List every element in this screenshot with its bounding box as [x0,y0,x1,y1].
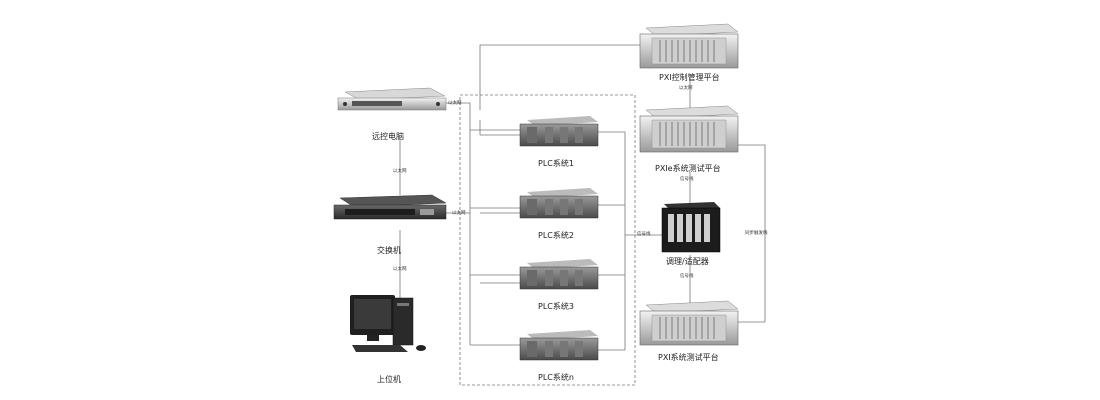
connection-lines [399,44,766,351]
link-label-trigger-sync: 同步触发线 [745,231,768,236]
plc3-label: PLC系统3 [538,302,574,311]
plcn-icon[interactable] [519,330,599,361]
link-label-eth-remote-switch: 以太网 [393,169,407,174]
pxi-control-label: PXI控制管理平台 [659,73,720,82]
link-label-eth-plc-bus: 以太网 [452,211,466,216]
signal-conditioner-icon[interactable] [661,202,721,253]
switch-icon[interactable] [333,194,447,220]
remote-computer-label: 远控电脑 [372,132,404,141]
switch-label: 交换机 [377,246,401,255]
remote-computer-icon[interactable] [337,87,447,111]
plc2-icon[interactable] [519,188,599,219]
link-label-eth-switch-host: 以太网 [393,267,407,272]
link-label-signal-plc: 信号线 [637,232,651,237]
pxi-test-rack-icon[interactable] [639,300,739,346]
plc1-icon[interactable] [519,116,599,147]
pxie-test-rack-icon[interactable] [639,105,739,153]
plc-group-box [459,94,636,386]
pxie-test-label: PXIe系统测试平台 [655,164,721,173]
plc2-label: PLC系统2 [538,231,574,240]
host-pc-icon[interactable] [350,295,426,352]
link-label-signal-pxi: 信号线 [680,274,694,279]
plc1-label: PLC系统1 [538,159,574,168]
pxi-control-rack-icon[interactable] [639,23,739,69]
plc3-icon[interactable] [519,259,599,290]
pxi-test-label: PXI系统测试平台 [658,353,719,362]
plcn-label: PLC系统n [538,373,574,382]
link-label-signal-pxie: 信号线 [680,177,694,182]
signal-conditioner-label: 调理/适配器 [666,257,709,266]
host-pc-label: 上位机 [377,375,401,384]
link-label-eth-pxi-ctrl: 以太网 [679,86,693,91]
link-label-eth-remote-plc: 以太网 [448,101,462,106]
